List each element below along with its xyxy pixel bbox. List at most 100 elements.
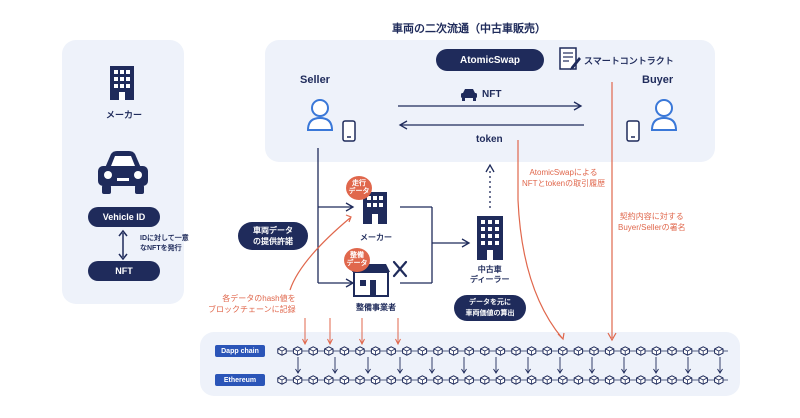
buyer-label: Buyer [642,74,674,86]
anchor-arrow-head [493,368,499,374]
center-maker-label: メーカー [360,233,392,242]
anchor-arrow-head [295,368,301,374]
dapp-chain-block [636,346,646,356]
buyer-user-icon [650,99,678,131]
dapp-chain-block [573,346,584,356]
ethereum-chain-block [495,375,506,385]
ethereum-chain-block [448,375,459,385]
dapp-chain-block [558,346,568,356]
price-calc-pill: データを元に 車両価値の算出 [454,295,526,321]
anchor-arrow-head [589,368,595,374]
nft-flow-arrow [398,101,583,111]
nft-issue-note: IDに対して一意 なNFTを発行 [140,235,189,252]
dapp-chain-block [714,346,724,356]
atomic-swap-note: AtomicSwapによる NFTとtokenの取引履歴 [522,168,606,188]
diagram-title: 車両の二次流通（中古車販売） [392,23,546,35]
ethereum-label: Ethereum [215,374,265,386]
ethereum-chain-block [324,375,334,385]
hash-record-arrow-head [327,338,333,346]
anchor-arrow-head [525,368,531,374]
ethereum-chain-block [370,375,381,385]
ethereum-chain-block [714,375,724,385]
ethereum-chain-block [402,375,412,385]
dapp-chain-label: Dapp chain [215,345,265,357]
dapp-chain-block [355,346,365,356]
ethereum-chain-block [511,375,521,385]
maintenance-data-bubble: 整備 データ [344,248,370,272]
anchor-arrow-head [653,368,659,374]
dapp-chain-block [339,346,350,356]
ethereum-chain-block [542,375,552,385]
dapp-chain-block [308,346,318,356]
token-flow-label: token [476,134,503,145]
ethereum-chain-block [636,375,646,385]
hash-record-arrow-head [395,338,401,346]
seller-phone-icon [342,120,356,142]
vehicle-id-pill: Vehicle ID [88,207,160,227]
vehicle-nft-double-arrow [118,229,128,261]
buyer-phone-icon [626,120,640,142]
dapp-chain-block [542,346,552,356]
nft-pill: NFT [88,261,160,281]
dapp-chain-block [511,346,521,356]
factory-icon [110,66,134,100]
ethereum-chain-block [339,375,350,385]
ethereum-chain-block [651,375,662,385]
anchor-arrow-head [621,368,627,374]
dapp-chain-block [370,346,381,356]
ethereum-chain-block [667,375,677,385]
dapp-chain-block [667,346,677,356]
dapp-chain-block [402,346,412,356]
dapp-chain-block [682,346,693,356]
seller-label: Seller [300,74,330,86]
dapp-chain-block [620,346,630,356]
ethereum-chain-block [604,375,615,385]
anchor-arrow-head [557,368,563,374]
anchor-arrow-head [397,368,403,374]
maintenance-company-label: 整備事業者 [356,303,396,312]
ethereum-chain-block [526,375,537,385]
car-icon [98,151,148,194]
small-car-icon [461,89,477,101]
dapp-chain-block [277,346,287,356]
ethereum-chain-block [386,375,396,385]
dapp-chain-block [292,346,303,356]
signature-note: 契約内容に対する Buyer/Sellerの署名 [618,212,686,232]
ethereum-chain-block [558,375,568,385]
ethereum-chain-block [417,375,428,385]
dapp-chain-block [651,346,662,356]
ethereum-chain-block [589,375,599,385]
maintenance-shop-icon [352,260,408,297]
dapp-chain-block [604,346,615,356]
dapp-chain-block [480,346,490,356]
hash-record-arrow-head [359,338,365,346]
atomic-swap-pill: AtomicSwap [436,49,544,71]
ethereum-chain-block [682,375,693,385]
ethereum-chain-block [573,375,584,385]
anchor-arrow-head [717,368,723,374]
data-permission-pill: 車両データ の提供許諾 [238,222,308,250]
dapp-chain-block [433,346,443,356]
ethereum-chain-block [433,375,443,385]
anchor-arrow-head [429,368,435,374]
contract-icon [559,47,581,70]
dapp-chain-block [589,346,599,356]
seller-user-icon [306,99,334,131]
dapp-chain-block [417,346,428,356]
ethereum-chain-block [277,375,287,385]
token-flow-arrow [398,120,584,130]
ethereum-chain-block [292,375,303,385]
dapp-chain-block [448,346,459,356]
anchor-arrow-head [365,368,371,374]
ethereum-chain-block [480,375,490,385]
dapp-chain-block [526,346,537,356]
driving-data-bubble: 走行 データ [346,176,372,200]
ethereum-chain-block [464,375,474,385]
dapp-chain-block [464,346,474,356]
hash-record-arrow-head [302,338,308,346]
anchor-arrow-head [461,368,467,374]
dapp-chain-block [386,346,396,356]
nft-flow-label: NFT [482,89,502,100]
